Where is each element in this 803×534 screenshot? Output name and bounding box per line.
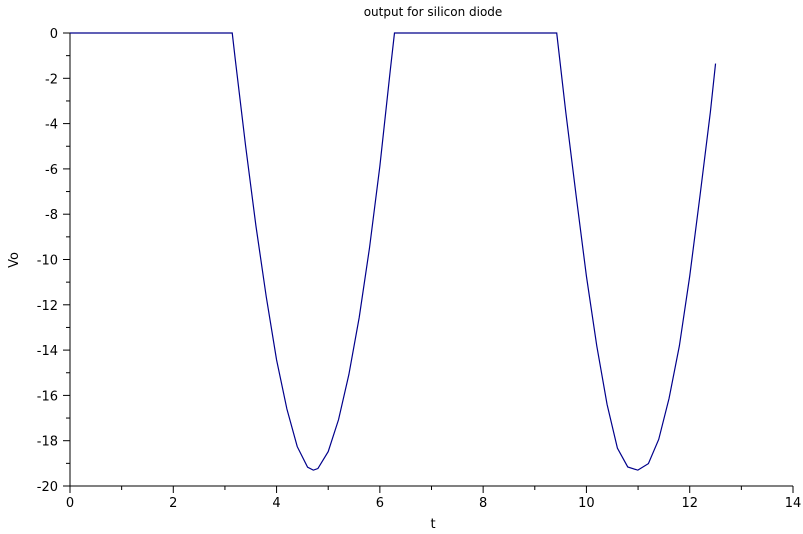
y-tick-label: 0 xyxy=(50,27,58,42)
y-tick-label: -8 xyxy=(45,208,58,223)
x-tick-label: 14 xyxy=(785,496,802,511)
x-tick-label: 0 xyxy=(66,496,74,511)
y-tick-label: -20 xyxy=(37,480,58,495)
x-tick-label: 4 xyxy=(272,496,280,511)
plot-area xyxy=(70,33,793,486)
x-tick-label: 10 xyxy=(578,496,595,511)
x-axis-ticks: 0 2 4 6 8 10 12 14 xyxy=(66,486,801,511)
y-tick-label: -6 xyxy=(45,163,58,178)
x-tick-label: 12 xyxy=(681,496,698,511)
x-tick-label: 2 xyxy=(169,496,177,511)
x-tick-label: 6 xyxy=(376,496,384,511)
x-tick-label: 8 xyxy=(479,496,487,511)
chart-title: output for silicon diode xyxy=(364,5,503,19)
y-tick-label: -16 xyxy=(37,389,58,404)
x-axis-label: t xyxy=(430,517,435,532)
y-tick-label: -4 xyxy=(45,118,58,133)
series-line-vo xyxy=(70,32,717,471)
y-tick-label: -10 xyxy=(37,254,58,269)
y-axis-label: Vo xyxy=(7,252,22,268)
y-tick-label: -14 xyxy=(37,344,58,359)
y-tick-label: -2 xyxy=(45,72,58,87)
y-axis-ticks: 0 -2 -4 -6 -8 -10 -12 -14 -16 -18 -20 xyxy=(37,27,70,495)
y-tick-label: -18 xyxy=(37,435,58,450)
y-tick-label: -12 xyxy=(37,299,58,314)
